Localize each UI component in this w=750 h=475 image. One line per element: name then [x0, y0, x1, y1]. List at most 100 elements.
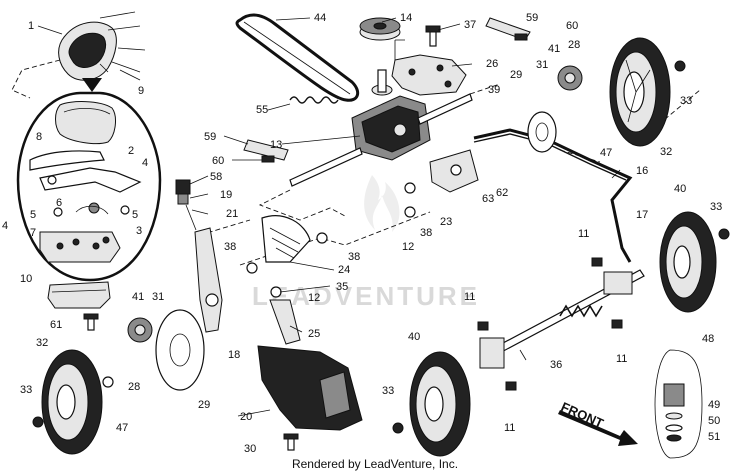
bolt-60-top — [514, 33, 528, 41]
washer-47-left — [102, 376, 114, 388]
callout-26: 26 — [486, 58, 498, 70]
left-wheel-bracket — [194, 227, 223, 333]
callout-24: 24 — [338, 264, 350, 276]
callout-63: 63 — [482, 193, 494, 205]
callout-55: 55 — [256, 104, 268, 116]
callout-8: 8 — [36, 131, 42, 143]
knob-48 — [654, 349, 703, 459]
bolt-37 — [425, 25, 441, 47]
callout-33d: 33 — [382, 385, 394, 397]
gearbox-bracket — [391, 39, 467, 96]
callout-21: 21 — [226, 208, 238, 220]
callout-40b: 40 — [408, 331, 420, 343]
callout-17: 17 — [636, 209, 648, 221]
callout-19: 19 — [220, 189, 232, 201]
callout-59b: 59 — [204, 131, 216, 143]
callout-62: 62 — [496, 187, 508, 199]
callout-20: 20 — [240, 411, 252, 423]
baffle-plate — [261, 215, 311, 263]
callout-40a: 40 — [674, 183, 686, 195]
callout-49: 49 — [708, 399, 720, 411]
callout-4a: 4 — [142, 157, 148, 169]
disc-29-bottom — [155, 309, 205, 391]
callout-7: 7 — [30, 227, 36, 239]
callout-60a: 60 — [566, 20, 578, 32]
callout-11b: 11 — [464, 291, 475, 303]
callout-14: 14 — [400, 12, 412, 24]
callout-11a: 11 — [578, 228, 589, 240]
callout-18: 18 — [228, 349, 240, 361]
bolt-30 — [283, 433, 299, 451]
callout-5a: 5 — [30, 209, 36, 221]
callout-29b: 29 — [510, 69, 522, 81]
callout-2: 2 — [128, 145, 134, 157]
front-arrow: FRONT — [558, 399, 638, 446]
callout-16: 16 — [636, 165, 648, 177]
bracket-59-left — [243, 139, 289, 161]
callout-12b: 12 — [308, 292, 320, 304]
callout-38b: 38 — [348, 251, 360, 263]
deflector-25 — [269, 299, 301, 345]
rear-bracket — [47, 281, 111, 309]
front-label: FRONT — [559, 399, 606, 431]
gear-bottom — [127, 317, 153, 343]
callout-38c: 38 — [420, 227, 432, 239]
callout-35: 35 — [336, 281, 348, 293]
callout-33a: 33 — [20, 384, 32, 396]
transmission — [351, 69, 431, 161]
callout-39: 39 — [488, 84, 500, 96]
callout-32a: 32 — [36, 337, 48, 349]
pulley — [359, 17, 401, 41]
wheel-top-right — [609, 37, 671, 147]
callout-59a: 59 — [526, 12, 538, 24]
callouts: 1 9 8 2 4 4 6 5 5 7 3 10 61 41 31 32 28 … — [2, 12, 722, 455]
callout-50: 50 — [708, 415, 720, 427]
callout-47a: 47 — [116, 422, 128, 434]
callout-5b: 5 — [132, 209, 138, 221]
spring-55 — [289, 96, 339, 104]
drive-axle — [289, 93, 473, 187]
wheel-right — [659, 211, 717, 313]
callout-48: 48 — [702, 333, 714, 345]
callout-58: 58 — [210, 171, 222, 183]
disc-29-top — [527, 111, 557, 153]
rear-skirt — [257, 345, 363, 431]
callout-51: 51 — [708, 431, 720, 443]
wheel-bottom-center — [409, 351, 471, 457]
callout-28a: 28 — [128, 381, 140, 393]
callout-12a: 12 — [402, 241, 414, 253]
callout-30: 30 — [244, 443, 256, 455]
callout-3: 3 — [136, 225, 142, 237]
callout-37: 37 — [464, 19, 476, 31]
callout-11c: 11 — [616, 353, 627, 365]
callout-10: 10 — [20, 273, 32, 285]
callout-33c: 33 — [710, 201, 722, 213]
pivot-bracket — [429, 149, 479, 193]
bolt-60-left — [261, 155, 275, 163]
gear-top — [557, 65, 583, 91]
watermark: LEADVENTURE — [252, 175, 477, 311]
callout-31a: 31 — [152, 291, 164, 303]
callout-41a: 41 — [132, 291, 144, 303]
bolt-61 — [83, 313, 99, 331]
callout-28b: 28 — [568, 39, 580, 51]
cap-33-top — [674, 60, 686, 72]
callout-32b: 32 — [660, 146, 672, 158]
cap-33-left — [32, 416, 44, 428]
callout-33b: 33 — [680, 95, 692, 107]
flame-logo — [364, 175, 400, 232]
cap-33-bottom — [392, 422, 404, 434]
credit-line: Rendered by LeadVenture, Inc. — [291, 457, 459, 471]
callout-36: 36 — [550, 359, 562, 371]
v-belt — [235, 13, 360, 102]
leader-lines — [37, 17, 621, 417]
wheel-bottom-left — [41, 349, 103, 455]
callout-41b: 41 — [548, 43, 560, 55]
washers — [246, 182, 416, 298]
callout-23: 23 — [440, 216, 452, 228]
front-axle — [479, 269, 645, 369]
callout-9: 9 — [138, 85, 144, 97]
callout-44: 44 — [314, 12, 326, 24]
callout-61: 61 — [50, 319, 62, 331]
